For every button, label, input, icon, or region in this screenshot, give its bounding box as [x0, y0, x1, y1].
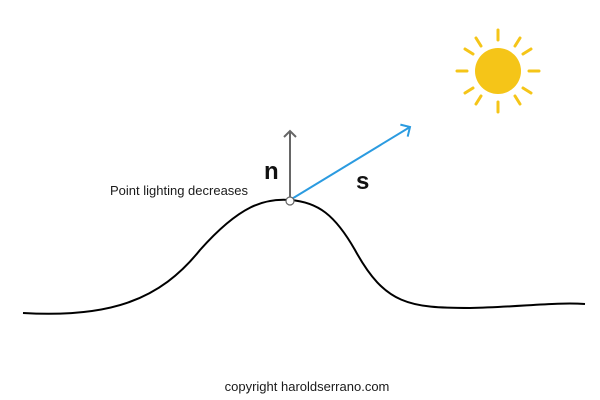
light-vector-label: s: [356, 168, 369, 195]
surface-point: [285, 196, 295, 206]
surface-curve: [22, 198, 586, 315]
normal-vector-label: n: [264, 158, 279, 185]
sun-rays: [455, 28, 541, 114]
copyright-footer: copyright haroldserrano.com: [225, 379, 390, 394]
sun-icon: [455, 28, 541, 114]
point-lighting-caption: Point lighting decreases: [110, 183, 249, 198]
sun-disc: [475, 48, 521, 94]
light-vector-arrow: [289, 123, 412, 201]
